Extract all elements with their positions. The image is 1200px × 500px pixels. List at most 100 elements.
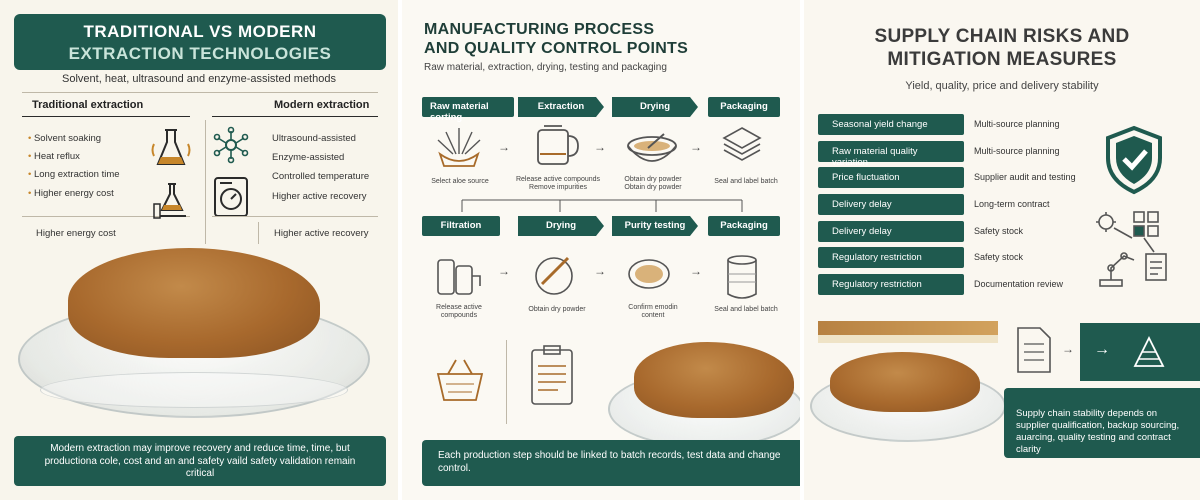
leaf-powder-icon [535,256,573,295]
step-caption: Select aloe source [431,178,489,185]
divider [212,216,378,217]
sieve-dish-icon [628,259,670,289]
panel2-title-line1: MANUFACTURING PROCESS [424,21,655,38]
ultrasound-device-icon [214,177,248,217]
mitigation-item: Multi-source planning [974,119,1060,129]
aloe-plant-icon [437,128,481,167]
mitigation-item: Supplier audit and testing [974,172,1076,182]
divider [506,340,507,424]
step-packaging-2: Packaging [708,216,780,236]
panel1-title-line1: TRADITIONAL VS MODERN [83,22,317,41]
panel1-title-line2: EXTRACTION TECHNOLOGIES [68,44,332,63]
step-raw-material-sorting: Raw material sorting [422,97,514,123]
panel2-title-line2: AND QUALITY CONTROL POINTS [424,40,689,58]
filter-tanks-icon [437,259,481,295]
panel2-subtitle: Raw material, extraction, drying, testin… [424,62,667,73]
step-drying: Drying [612,97,698,117]
modern-item: Ultrasound-assisted [272,133,356,144]
mitigation-item: Safety stock [974,252,1024,262]
network-icon [1096,211,1159,253]
step-purity-testing: Purity testing [612,216,698,236]
flow-arrow-icon: → [1094,341,1110,358]
step-caption: Seal and label batch [714,306,778,313]
step-caption: Obtain dry powder Obtain dry powder [624,176,682,192]
dry-powder-bowl-icon [627,133,677,162]
step-caption: Confirm emodin content [628,304,678,320]
stacked-layers-icon [722,127,762,161]
flask-burner-icon [153,183,186,219]
panel2-caption: Each production step should be linked to… [422,440,800,486]
traditional-heading: Traditional extraction [32,99,144,111]
panel1-title-box: TRADITIONAL VS MODERN EXTRACTION TECHNOL… [14,14,386,70]
flow-arrow-icon: → [1062,342,1074,356]
mitigation-item: Documentation review [974,279,1064,289]
divider [22,116,190,117]
traditional-item: Solvent soaking [28,133,101,144]
divider [258,222,259,244]
mitigation-item: Safety stock [974,226,1024,236]
molecule-icon [213,126,249,164]
basket-icon [436,359,484,401]
step-caption: Release active compounds [436,304,482,320]
flow-arrow-icon: → [690,264,702,278]
mitigation-item: Long-term contract [974,199,1050,209]
beaker-icon [151,129,191,165]
step-drying-2: Drying [518,216,604,236]
modern-item: Enzyme-assisted [272,152,345,163]
panel3-caption: Supply chain stability depends on suppli… [1004,388,1200,458]
accent-bar [818,335,998,343]
traditional-item: Long extraction time [28,169,120,180]
panel3-title-line2: MITIGATION MEASURES [887,48,1117,70]
divider [205,120,206,244]
step-caption: Obtain dry powder [528,306,586,313]
clipboard-icon [531,345,573,405]
canister-icon [727,255,757,299]
risk-item: Delivery delay [818,194,964,215]
mitigation-item: Multi-source planning [974,146,1060,156]
panel2-title: MANUFACTURING PROCESS AND QUALITY CONTRO… [424,20,688,58]
robot-arm-icon [1099,252,1167,287]
panel3-title: SUPPLY CHAIN RISKS AND MITIGATION MEASUR… [804,26,1200,72]
panel1-caption: Modern extraction may improve recovery a… [14,436,386,486]
risk-item: Price fluctuation [818,167,964,188]
risk-item: Raw material quality variation [818,141,964,168]
risk-item: Regulatory restriction [818,247,964,268]
flow-arrow-icon: → [690,140,702,154]
modern-item: Higher active recovery [272,191,367,202]
traditional-item: Heat reflux [28,151,80,162]
divider [212,116,378,117]
panel-gap [398,0,402,500]
panel-gap [800,0,804,500]
flow-arrow-icon: → [498,140,510,154]
panel-supply-chain-risks: SUPPLY CHAIN RISKS AND MITIGATION MEASUR… [804,0,1200,500]
flow-arrow-icon: → [498,264,510,278]
panel3-subtitle: Yield, quality, price and delivery stabi… [905,80,1099,92]
risk-item: Regulatory restriction [818,274,964,295]
modern-footer: Higher active recovery [274,228,369,239]
pyramid-box: → [1080,323,1200,381]
traditional-item: Higher energy cost [28,188,114,199]
connector-lines [461,199,743,212]
risk-item: Delivery delay [818,221,964,242]
risk-item: Seasonal yield change [818,114,964,135]
panel-manufacturing-process: MANUFACTURING PROCESS AND QUALITY CONTRO… [402,0,800,500]
step-caption: Seal and label batch [714,178,778,185]
accent-bar [818,321,998,335]
modern-heading: Modern extraction [274,99,370,111]
divider [22,216,190,217]
modern-item: Controlled temperature [272,171,370,182]
pyramid-icon [1133,335,1165,367]
panel1-subtitle: Solvent, heat, ultrasound and enzyme-ass… [62,73,336,85]
step-extraction: Extraction [518,97,604,117]
traditional-footer: Higher energy cost [36,228,116,239]
flow-arrow-icon: → [594,264,606,278]
shield-check-icon [1106,125,1162,195]
step-filtration: Filtration [422,216,500,236]
flow-arrow-icon: → [594,140,606,154]
extraction-pot-icon [537,125,579,165]
step-packaging: Packaging [708,97,780,117]
divider [22,92,378,93]
step-caption: Release active compounds Remove impuriti… [515,176,601,192]
panel-extraction-technologies: TRADITIONAL VS MODERN EXTRACTION TECHNOL… [0,0,398,500]
document-icon [1017,327,1051,373]
